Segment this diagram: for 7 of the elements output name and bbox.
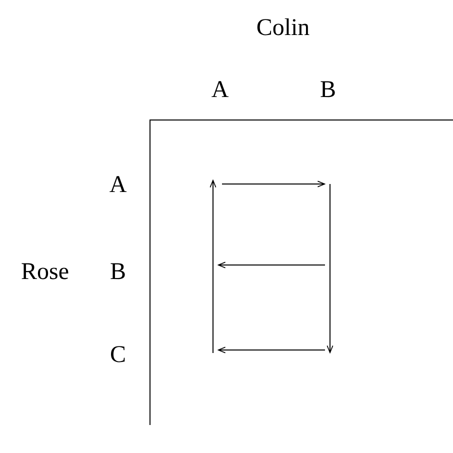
player-label: Colin — [256, 16, 310, 40]
row-label: A — [109, 173, 127, 197]
row-label: C — [110, 343, 126, 367]
column-label: A — [211, 78, 229, 102]
player-label: Rose — [21, 260, 69, 284]
column-label: B — [320, 78, 336, 102]
row-label: B — [110, 260, 126, 284]
